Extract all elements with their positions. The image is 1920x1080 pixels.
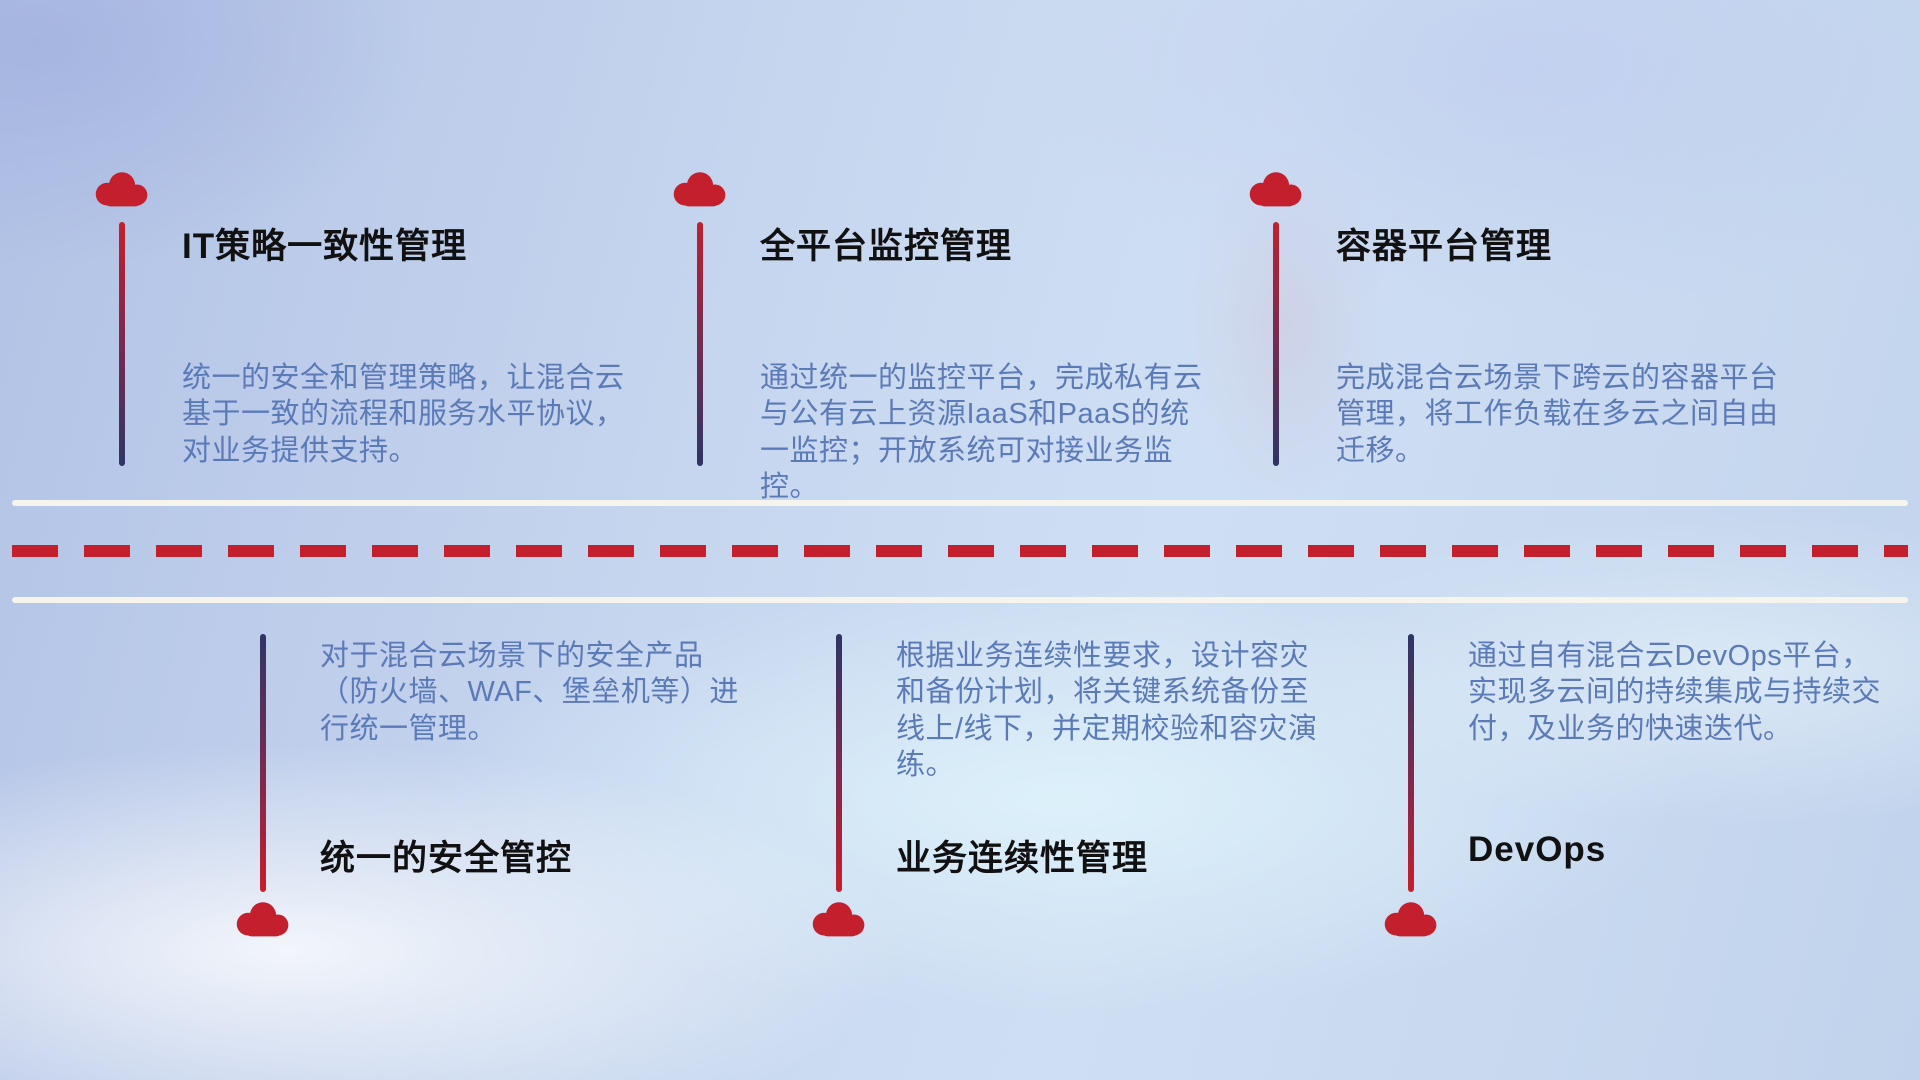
milestone-description: 统一的安全和管理策略，让混合云基于一致的流程和服务水平协议，对业务提供支持。 [182, 362, 625, 467]
milestone-description: 通过统一的监控平台，完成私有云与公有云上资源IaaS和PaaS的统一监控；开放系… [760, 362, 1203, 503]
cloud-icon [1249, 172, 1302, 207]
milestone-pole [1273, 222, 1279, 466]
milestone-title: 业务连续性管理 [896, 839, 1149, 878]
milestone-pole [836, 634, 842, 892]
cloud-icon [236, 902, 289, 937]
milestone-pole [697, 222, 703, 466]
cloud-icon [812, 902, 865, 937]
road-line-bottom [12, 597, 1908, 603]
road-line-top [12, 500, 1908, 506]
road-center-dashes [12, 545, 1908, 557]
milestone-description: 根据业务连续性要求，设计容灾和备份计划，将关键系统备份至线上/线下，并定期校验和… [896, 640, 1318, 781]
milestone-pole [260, 634, 266, 892]
milestone-title: 全平台监控管理 [760, 227, 1013, 266]
cloud-icon [1384, 902, 1437, 937]
milestone-title: IT策略一致性管理 [182, 227, 468, 266]
milestone-pole [119, 222, 125, 466]
milestone-title: 容器平台管理 [1336, 227, 1553, 266]
milestone-title: 统一的安全管控 [320, 839, 573, 878]
cloud-icon [95, 172, 148, 207]
milestone-description: 对于混合云场景下的安全产品（防火墙、WAF、堡垒机等）进行统一管理。 [320, 640, 739, 745]
milestone-description: 通过自有混合云DevOps平台，实现多云间的持续集成与持续交付，及业务的快速迭代… [1468, 640, 1882, 745]
milestone-description: 完成混合云场景下跨云的容器平台管理，将工作负载在多云之间自由迁移。 [1336, 362, 1779, 467]
cloud-icon [673, 172, 726, 207]
milestone-title: DevOps [1468, 830, 1607, 869]
milestone-pole [1408, 634, 1414, 892]
